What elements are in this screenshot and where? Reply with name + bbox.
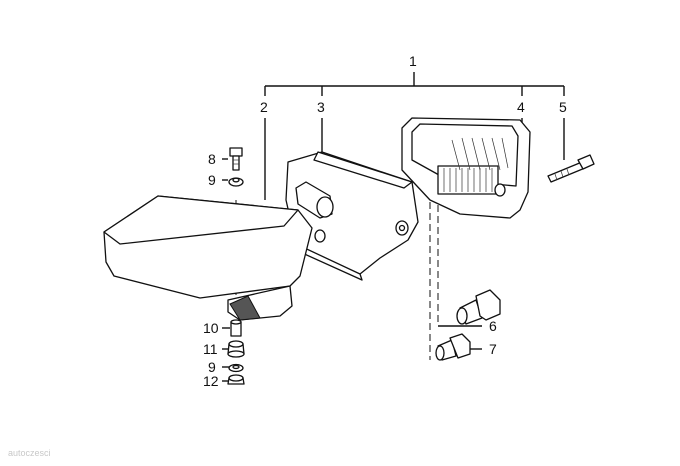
callout-3: 3 [317, 99, 325, 115]
callout-7: 7 [489, 341, 497, 357]
bolt [229, 147, 243, 171]
hex-nut [227, 374, 245, 385]
washer-bottom [228, 363, 244, 373]
spacer [230, 319, 242, 337]
callout-8: 8 [208, 151, 216, 167]
grommet [227, 340, 245, 358]
bulb-small [435, 333, 471, 361]
screw-long [547, 154, 595, 183]
callout-6: 6 [489, 318, 497, 334]
bulb-carrier [285, 151, 419, 281]
washer-top [228, 177, 244, 187]
callout-4: 4 [517, 99, 525, 115]
tail-lamp-lens [103, 195, 313, 321]
callout-1: 1 [409, 53, 417, 69]
callout-5: 5 [559, 99, 567, 115]
watermark-text: autoczesci [8, 448, 51, 458]
bulb-large [456, 289, 501, 325]
callout-numbers: 1 2 3 4 5 6 7 8 9 10 11 9 12 [203, 53, 567, 389]
callout-12: 12 [203, 373, 219, 389]
callout-2: 2 [260, 99, 268, 115]
callout-10: 10 [203, 320, 219, 336]
lamp-housing [401, 117, 531, 219]
callout-11: 11 [203, 341, 218, 357]
callout-9-top: 9 [208, 172, 216, 188]
callout-9-bottom: 9 [208, 359, 216, 375]
